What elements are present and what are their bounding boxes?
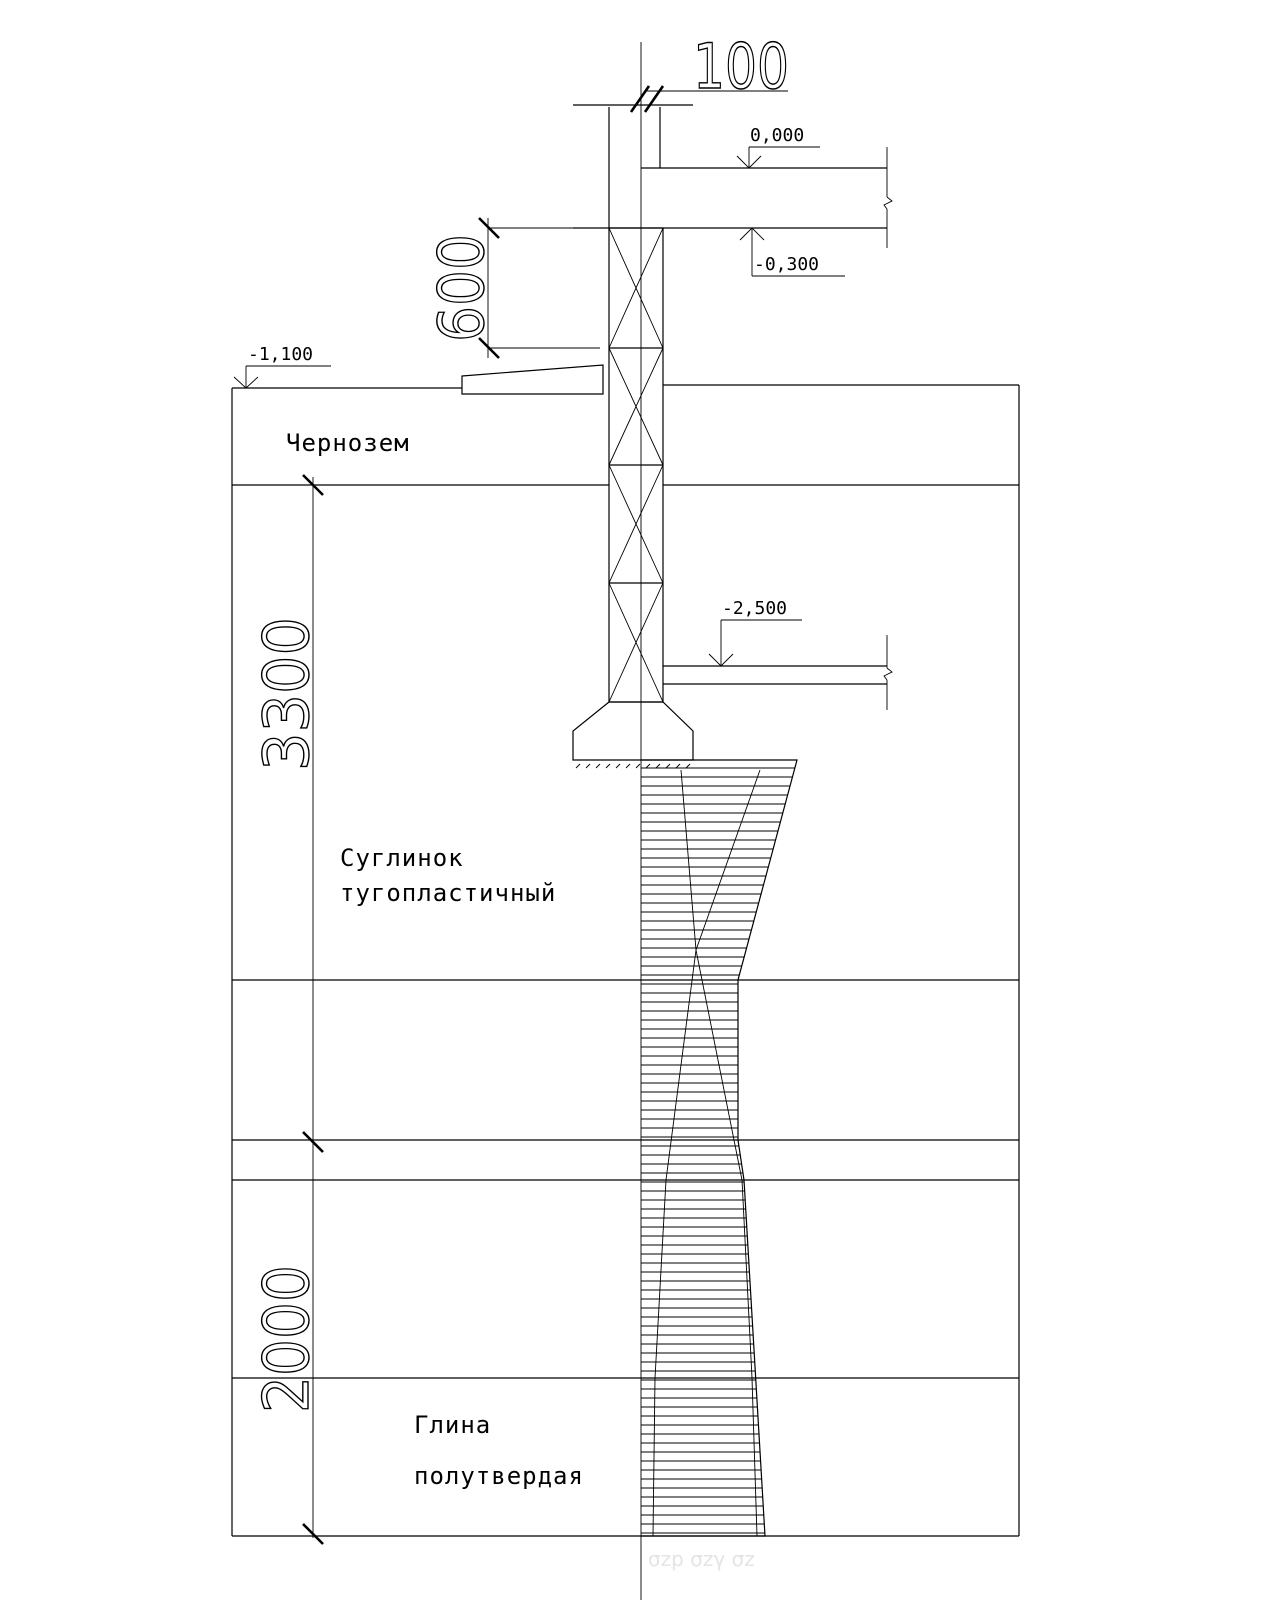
dimension-100-label: 100 — [693, 30, 789, 103]
basement-floor-slab — [663, 635, 893, 710]
elevation-mark-minus-0300: -0,300 — [739, 227, 845, 277]
elevation-minus-2500-label: -2,500 — [722, 598, 787, 619]
soil-layer-loam-label-line1: Суглинок — [340, 844, 464, 872]
dimension-3300: 3300 — [249, 474, 324, 1545]
dimension-600: 600 — [424, 217, 600, 359]
soil-profile-frame — [231, 384, 1020, 1537]
foundation-cushion — [572, 701, 694, 769]
soil-layer-clay-label-line2: полутвердая — [414, 1462, 584, 1490]
stress-diagram-hatching — [641, 767, 795, 1534]
elevation-mark-minus-1100: -1,100 — [233, 344, 331, 389]
stress-diagram — [641, 759, 798, 1537]
elevation-mark-minus-2500: -2,500 — [708, 598, 802, 667]
elevation-minus-1100-label: -1,100 — [248, 344, 313, 365]
elevation-mark-0000: 0,000 — [736, 125, 820, 169]
blind-area — [461, 364, 604, 395]
dimension-100: 100 — [629, 29, 790, 113]
soil-layer-loam-label-line2: тугопластичный — [340, 879, 556, 907]
upper-wall — [573, 104, 693, 228]
stress-diagram-faint-caption: σzp σzγ σz — [648, 1547, 755, 1571]
dimension-2000-label: 2000 — [250, 1265, 323, 1413]
elevation-minus-0300-label: -0,300 — [754, 254, 819, 275]
dimension-600-label: 600 — [425, 234, 498, 342]
floor-slab — [573, 147, 893, 248]
wall-blocks — [608, 227, 664, 703]
elevation-0000-label: 0,000 — [750, 125, 804, 146]
soil-layer-chernozem-label: Чернозем — [286, 429, 410, 457]
dimension-3300-label: 3300 — [250, 617, 323, 771]
dimension-2000: 2000 — [249, 1264, 323, 1413]
soil-layer-clay-label-line1: Глина — [414, 1411, 491, 1439]
